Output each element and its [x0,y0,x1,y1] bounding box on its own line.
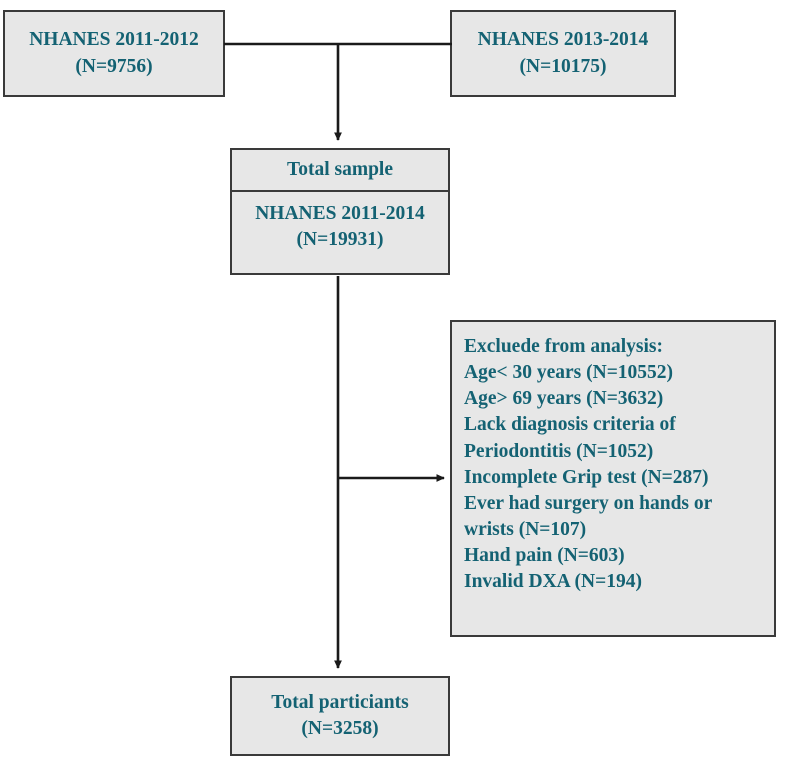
node-nhanes-2013-2014: NHANES 2013-2014 (N=10175) [450,10,676,97]
node-total-sample-count: (N=19931) [296,229,384,251]
exclusion-line: wrists (N=107) [464,518,587,540]
node-total-sample-body: NHANES 2011-2014 (N=19931) [232,192,448,273]
node-nhanes-2011-2012: NHANES 2011-2012 (N=9756) [3,10,225,97]
exclusion-line: Age< 30 years (N=10552) [464,362,674,384]
node-total-participants-title: Total particiants [271,691,409,713]
node-nhanes-2011-2012-title: NHANES 2011-2012 [29,29,199,51]
exclusion-line: Lack diagnosis criteria of [464,414,676,436]
node-nhanes-2011-2012-count: (N=9756) [75,55,153,77]
exclusion-line: Periodontitis (N=1052) [464,440,654,462]
node-total-sample-header-label: Total sample [286,158,393,180]
exclusion-line: Age> 69 years (N=3632) [464,388,664,410]
node-total-participants: Total particiants (N=3258) [230,676,450,756]
node-nhanes-2013-2014-title: NHANES 2013-2014 [477,29,649,51]
exclusion-line: Hand pain (N=603) [464,545,625,566]
node-total-participants-count: (N=3258) [301,718,379,739]
node-total-sample: Total sample NHANES 2011-2014 (N=19931) [230,148,450,275]
exclusion-line: Ever had surgery on hands or [464,492,713,514]
node-total-sample-title: NHANES 2011-2014 [255,203,425,224]
node-total-sample-header: Total sample [232,150,448,192]
exclusion-line: Invalid DXA (N=194) [464,571,642,593]
node-nhanes-2013-2014-count: (N=10175) [519,55,607,77]
node-exclusions: Excluede from analysis: Age< 30 years (N… [450,320,776,637]
exclusion-line: Incomplete Grip test (N=287) [464,466,709,488]
exclusions-heading: Excluede from analysis: [464,336,663,357]
